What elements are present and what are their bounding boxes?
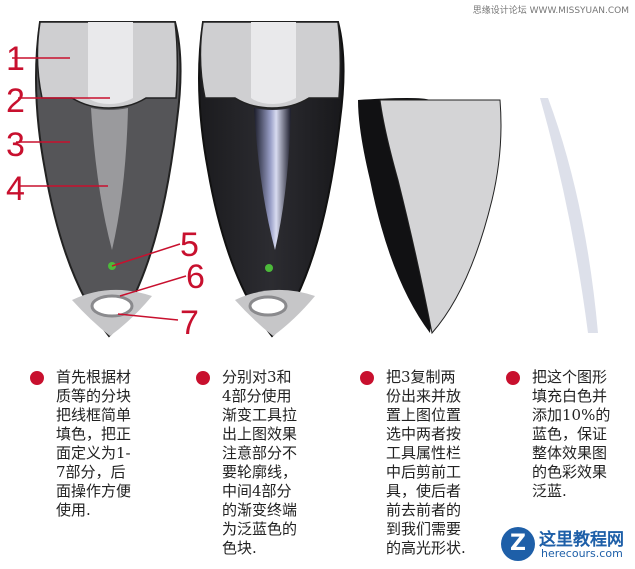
caption-2-text: 分别对3和 4部分使用 渐变工具拉 出上图效果 注意部分不 要轮廓线， 中间4部… [222,368,298,557]
part-label-2: 2 [6,82,25,120]
figure-offset-copies [358,98,502,335]
site-logo: Z 这里教程网 herecours.com [501,523,629,563]
bullet-3 [360,371,374,385]
caption-4-text: 把这个图形 填充白色并 添加10%的 蓝色，保证 整体效果图 的色彩效果 泛蓝. [532,368,611,500]
caption-2: 分别对3和 4部分使用 渐变工具拉 出上图效果 注意部分不 要轮廓线， 中间4部… [222,368,297,558]
caption-3: 把3复制两 份出来并放 置上图位置 选中两者按 工具属性栏 中后剪前工 具，使后… [386,368,466,558]
logo-z-icon: Z [501,527,535,561]
part-label-7: 7 [180,304,199,342]
caption-3-text: 把3复制两 份出来并放 置上图位置 选中两者按 工具属性栏 中后剪前工 具，使后… [386,368,466,557]
part-label-5: 5 [180,226,199,264]
caption-4: 把这个图形 填充白色并 添加10%的 蓝色，保证 整体效果图 的色彩效果 泛蓝. [532,368,610,501]
bullet-4 [506,371,520,385]
bullet-2 [196,371,210,385]
caption-1: 首先根据材 质等的分块 把线框简单 填色，把正 面定义为1- 7部分，后 面操作… [56,368,131,520]
part-label-4: 4 [6,170,25,208]
watermark: 思缘设计论坛 WWW.MISSYUAN.COM [472,6,629,16]
figure-gradient [198,21,345,338]
logo-url: herecours.com [541,547,623,560]
illustration: 1 2 3 4 5 6 7 [6,21,598,342]
caption-1-text: 首先根据材 质等的分块 把线框简单 填色，把正 面定义为1- 7部分，后 面操作… [56,368,132,519]
bullet-1 [30,371,44,385]
logo-name: 这里教程网 [539,530,624,550]
figure-highlight [540,98,598,333]
part-label-3: 3 [6,126,25,164]
figure-flat [12,21,187,338]
part-label-6: 6 [186,258,205,296]
part-label-1: 1 [6,40,25,78]
